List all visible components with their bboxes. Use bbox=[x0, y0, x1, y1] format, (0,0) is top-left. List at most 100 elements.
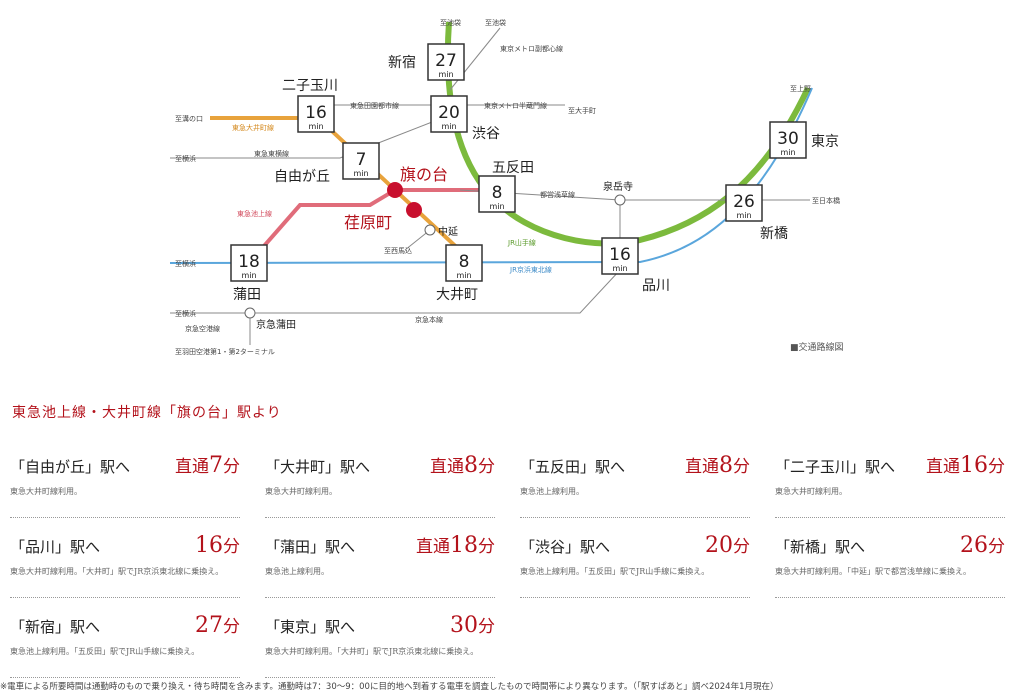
route-destination: 「東京」駅へ bbox=[265, 618, 356, 636]
line-label-hanzomon: 東京メトロ半蔵門線 bbox=[484, 101, 547, 110]
route-card: 「渋谷」駅へ 20分東急池上線利用。「五反田」駅でJR山手線に乗換え。 bbox=[520, 528, 750, 598]
divider bbox=[265, 677, 495, 678]
map-note: ■交通路線図 bbox=[790, 343, 844, 353]
divider bbox=[520, 517, 750, 518]
minute-unit: 分 bbox=[223, 537, 240, 557]
time-shibuya: 20 bbox=[438, 103, 460, 123]
time-futako: 16 bbox=[305, 103, 327, 123]
route-time: 直通7分 bbox=[175, 452, 240, 478]
route-card: 「新橋」駅へ 26分東急大井町線利用。「中延」駅で都営浅草線に乗換え。 bbox=[775, 528, 1005, 598]
route-time: 直通16分 bbox=[926, 452, 1005, 478]
time-box-shinjuku bbox=[427, 43, 465, 81]
route-destination: 「蒲田」駅へ bbox=[265, 538, 356, 556]
minute-unit: 分 bbox=[478, 537, 495, 557]
minute-unit: 分 bbox=[733, 457, 750, 477]
route-time: 20分 bbox=[705, 532, 750, 558]
min-unit: min bbox=[241, 271, 256, 280]
minute-unit: 分 bbox=[988, 537, 1005, 557]
route-card: 「自由が丘」駅へ 直通7分東急大井町線利用。 bbox=[10, 448, 240, 518]
time-shinbashi: 26 bbox=[733, 192, 755, 212]
route-via: 東急大井町線利用。「中延」駅で都営浅草線に乗換え。 bbox=[775, 567, 971, 576]
time-kamata: 18 bbox=[238, 252, 260, 272]
line-label-toei-asakusa: 都営浅草線 bbox=[540, 190, 575, 199]
route-destination: 「渋谷」駅へ bbox=[520, 538, 611, 556]
dir-ikebukuro-2: 至池袋 bbox=[485, 18, 506, 27]
direct-label: 直通 bbox=[416, 537, 450, 557]
route-via: 東急池上線利用。 bbox=[520, 487, 584, 496]
route-minutes: 27 bbox=[195, 613, 223, 638]
min-unit: min bbox=[489, 202, 504, 211]
route-minutes: 30 bbox=[450, 613, 478, 638]
min-unit: min bbox=[353, 169, 368, 178]
divider bbox=[10, 677, 240, 678]
divider bbox=[10, 517, 240, 518]
time-box-shinbashi bbox=[725, 184, 763, 222]
route-minutes: 18 bbox=[450, 533, 478, 558]
time-box-futako bbox=[297, 95, 335, 133]
station-dot-hatanodai bbox=[387, 182, 403, 198]
route-map: 27 16 20 7 8 18 8 16 26 30 min min min m… bbox=[169, 18, 840, 356]
line-label-yamanote: JR山手線 bbox=[507, 238, 536, 247]
line-label-ikegami: 東急池上線 bbox=[237, 209, 272, 218]
station-shibuya: 渋谷 bbox=[472, 126, 500, 142]
time-tokyo: 30 bbox=[777, 129, 799, 149]
time-gotanda: 8 bbox=[492, 183, 503, 203]
station-hatanodai: 旗の台 bbox=[400, 165, 448, 184]
dir-nihonbashi: 至日本橋 bbox=[812, 196, 840, 205]
direct-label: 直通 bbox=[926, 457, 960, 477]
station-sengakuji: 泉岳寺 bbox=[603, 180, 633, 193]
route-time: 30分 bbox=[450, 612, 495, 638]
dir-ikebukuro-1: 至池袋 bbox=[440, 18, 461, 27]
route-minutes: 16 bbox=[960, 453, 988, 478]
time-shinjuku: 27 bbox=[435, 51, 457, 71]
divider bbox=[265, 517, 495, 518]
line-label-keihin: JR京浜東北線 bbox=[509, 265, 552, 274]
route-card: 「大井町」駅へ直通8分東急大井町線利用。 bbox=[265, 448, 495, 518]
route-destination: 「新宿」駅へ bbox=[10, 618, 101, 636]
route-via: 東急池上線利用。 bbox=[265, 567, 329, 576]
station-dot-ebara bbox=[406, 202, 422, 218]
route-destination: 「五反田」駅へ bbox=[520, 458, 626, 476]
route-destination: 「自由が丘」駅へ bbox=[10, 458, 131, 476]
route-via: 東急池上線利用。「五反田」駅でJR山手線に乗換え。 bbox=[10, 647, 200, 656]
direct-label: 直通 bbox=[430, 457, 464, 477]
min-unit: min bbox=[438, 70, 453, 79]
minute-unit: 分 bbox=[223, 457, 240, 477]
time-box-tokyo bbox=[769, 121, 807, 159]
route-via: 東急池上線利用。「五反田」駅でJR山手線に乗換え。 bbox=[520, 567, 710, 576]
time-box-shibuya bbox=[430, 95, 468, 133]
route-destination: 「大井町」駅へ bbox=[265, 458, 371, 476]
route-via: 東急大井町線利用。 bbox=[10, 487, 82, 496]
direct-label: 直通 bbox=[685, 457, 719, 477]
dir-mizonokuchi: 至溝の口 bbox=[175, 114, 203, 123]
route-card: 「東京」駅へ 30分東急大井町線利用。「大井町」駅でJR京浜東北線に乗換え。 bbox=[265, 608, 495, 678]
route-time: 直通18分 bbox=[416, 532, 495, 558]
minute-unit: 分 bbox=[478, 617, 495, 637]
divider bbox=[775, 597, 1005, 598]
route-via: 東急大井町線利用。「大井町」駅でJR京浜東北線に乗換え。 bbox=[265, 647, 479, 656]
dir-ueno: 至上野 bbox=[790, 84, 811, 93]
station-jiyugaoka: 自由が丘 bbox=[274, 169, 330, 185]
minute-unit: 分 bbox=[733, 537, 750, 557]
dir-nishimagome: 至西馬込 bbox=[384, 246, 412, 255]
route-minutes: 8 bbox=[464, 453, 478, 478]
station-shinbashi: 新橋 bbox=[760, 226, 788, 242]
route-destination: 「新橋」駅へ bbox=[775, 538, 866, 556]
minute-unit: 分 bbox=[478, 457, 495, 477]
minute-unit: 分 bbox=[223, 617, 240, 637]
route-minutes: 26 bbox=[960, 533, 988, 558]
time-box-jiyugaoka bbox=[342, 142, 380, 180]
time-box-gotanda bbox=[478, 175, 516, 213]
line-label-keikyu-airport: 京急空港線 bbox=[185, 324, 220, 333]
section-title: 東急池上線・大井町線「旗の台」駅より bbox=[12, 405, 282, 421]
dir-haneda: 至羽田空港第1・第2ターミナル bbox=[175, 347, 275, 356]
line-label-keikyu-main: 京急本線 bbox=[415, 315, 443, 324]
route-destination: 「二子玉川」駅へ bbox=[775, 458, 896, 476]
route-time: 26分 bbox=[960, 532, 1005, 558]
dir-yokohama-3: 至横浜 bbox=[175, 309, 196, 318]
minute-unit: 分 bbox=[988, 457, 1005, 477]
route-minutes: 7 bbox=[209, 453, 223, 478]
dir-yokohama-2: 至横浜 bbox=[175, 259, 196, 268]
line-label-toyoko: 東急東横線 bbox=[254, 149, 289, 158]
